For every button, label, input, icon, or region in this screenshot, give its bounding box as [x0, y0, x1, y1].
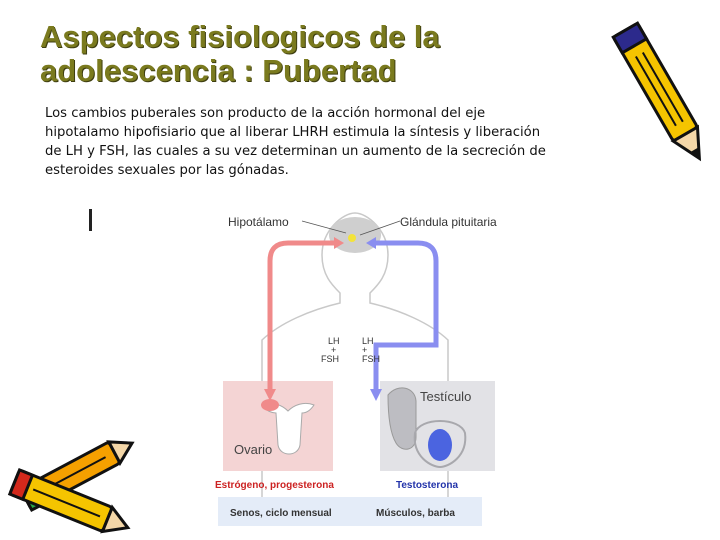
pencil-icon-top-right	[611, 21, 702, 162]
pituitary-leader	[359, 220, 401, 236]
female-effects-label: Senos, ciclo mensual	[230, 508, 332, 519]
text-cursor-mark	[89, 209, 92, 231]
ovary-label: Ovario	[234, 442, 272, 457]
brain-region	[329, 217, 381, 253]
right-hormone-plus: +	[362, 345, 367, 355]
right-hormone-lh: LH	[362, 336, 374, 346]
pituitary-dot	[348, 234, 356, 242]
effects-box	[218, 497, 482, 526]
left-hormone-fsh: FSH	[321, 354, 339, 364]
left-hormone-plus: +	[331, 345, 336, 355]
body-line-2: hipotalamo hipofisiario que al liberar L…	[45, 125, 541, 140]
right-hormone-fsh: FSH	[362, 354, 380, 364]
male-hormone-arrow	[372, 240, 439, 393]
left-hormone-lh: LH	[328, 336, 340, 346]
body-line-1: Los cambios puberales son producto de la…	[45, 106, 486, 121]
male-hormones-label: Testosterona	[396, 480, 458, 491]
ovary-left	[261, 399, 279, 411]
body-line-3: de LH y FSH, las cuales a su vez determi…	[45, 144, 546, 159]
title-line-1: Aspectos fisiologicos de la	[40, 19, 440, 54]
pituitary-label: Glándula pituitaria	[400, 215, 497, 229]
male-arrow-down-head	[370, 389, 382, 401]
male-arrow-up-head	[366, 237, 376, 249]
pencil-icon-bottom-left	[7, 440, 135, 534]
scrotum-outline	[413, 420, 467, 469]
female-hormones-label: Estrógeno, progesterona	[215, 480, 334, 491]
hypothalamus-leader	[301, 220, 347, 234]
body-paragraph: Los cambios puberales son producto de la…	[45, 104, 610, 180]
testicle-label: Testículo	[420, 389, 471, 404]
title-line-2: adolescencia : Pubertad	[40, 53, 397, 88]
uterus-shape	[261, 402, 315, 455]
testicle-shape	[387, 387, 417, 450]
hypothalamus-label: Hipotálamo	[228, 215, 289, 229]
slide-title: Aspectos fisiologicos de la adolescencia…	[40, 20, 620, 88]
female-arrow-up-head	[334, 237, 344, 249]
body-line-4: esteroides sexuales por las gónadas.	[45, 163, 289, 178]
male-effects-label: Músculos, barba	[376, 508, 455, 519]
female-arrow-down-head	[264, 389, 276, 401]
female-hormone-arrow	[267, 240, 338, 393]
testis-blue	[428, 429, 452, 461]
hormone-diagram: Hipotálamo Glándula pituitaria Ovario Te…	[215, 212, 497, 526]
